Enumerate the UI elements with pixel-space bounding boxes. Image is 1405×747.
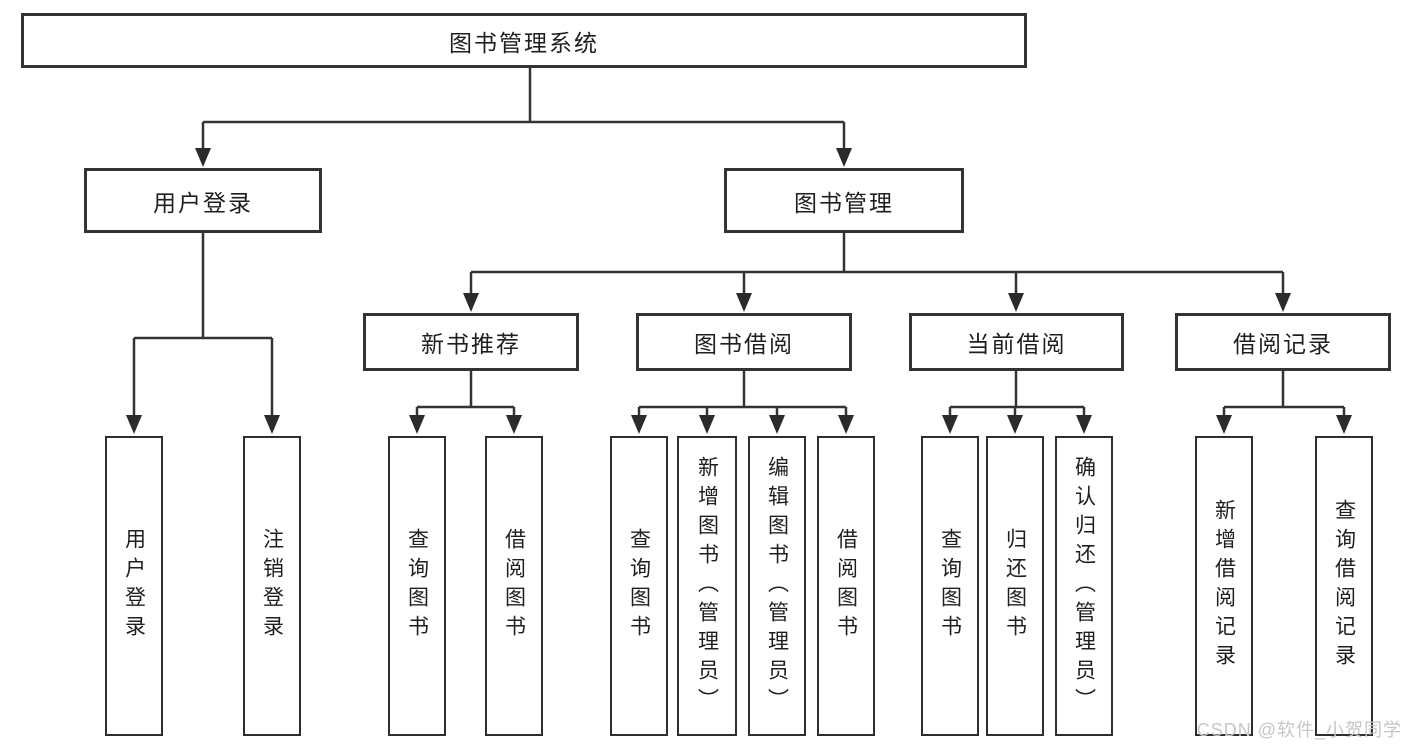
- connector-book-management-to-level3: [469, 233, 1285, 295]
- leaf-query-books-borrowing: 查询图书: [610, 436, 668, 736]
- leaf-query-borrow-record: 查询借阅记录: [1315, 436, 1373, 736]
- leaf-borrow-books-label: 借阅图书: [834, 528, 858, 644]
- arrow-down-icon: [631, 415, 647, 434]
- connector-current-borrowing-to-leaves: [948, 371, 1086, 417]
- csdn-watermark: CSDN @软件_小贺同学: [1196, 720, 1402, 740]
- node-borrowing-records-label: 借阅记录: [1233, 331, 1333, 357]
- arrow-down-icon: [463, 293, 479, 312]
- leaf-query-books-current-label: 查询图书: [938, 528, 962, 644]
- connector-user-login-to-leaves: [132, 233, 274, 417]
- node-new-book-recommend: 新书推荐: [363, 313, 579, 371]
- connector-book-borrowing-to-leaves: [637, 371, 848, 417]
- node-user-login-label: 用户登录: [153, 189, 253, 216]
- leaf-user-login: 用户登录: [105, 436, 163, 736]
- leaf-query-books-borrowing-label: 查询图书: [627, 528, 651, 644]
- leaf-logout-label: 注销登录: [260, 528, 284, 644]
- leaf-confirm-return-admin-label: 确认归还（管理员）: [1072, 455, 1096, 717]
- arrow-down-icon: [1008, 293, 1024, 312]
- arrow-down-icon: [1076, 415, 1092, 434]
- node-book-management-label: 图书管理: [794, 189, 894, 216]
- leaf-query-books-recommend-label: 查询图书: [405, 528, 429, 644]
- arrow-down-icon: [769, 415, 785, 434]
- leaf-return-books: 归还图书: [986, 436, 1044, 736]
- arrow-down-icon: [1336, 415, 1352, 434]
- node-book-borrowing: 图书借阅: [636, 313, 852, 371]
- connector-root-to-level2: [201, 68, 846, 150]
- arrow-down-icon: [736, 293, 752, 312]
- connector-borrowing-records-to-leaves: [1222, 371, 1346, 417]
- leaf-edit-book-admin: 编辑图书（管理员）: [748, 436, 806, 736]
- node-root: 图书管理系统: [21, 13, 1027, 68]
- leaf-user-login-label: 用户登录: [122, 528, 146, 644]
- arrow-down-icon: [1275, 293, 1291, 312]
- leaf-query-books-current: 查询图书: [921, 436, 979, 736]
- node-book-borrowing-label: 图书借阅: [694, 331, 794, 357]
- node-root-label: 图书管理系统: [449, 29, 599, 56]
- arrow-down-icon: [838, 415, 854, 434]
- arrow-down-icon: [942, 415, 958, 434]
- arrow-down-icon: [195, 148, 211, 167]
- connector-lines: [132, 68, 1346, 417]
- connector-new-book-recommend-to-leaves: [415, 371, 516, 417]
- arrow-down-icon: [126, 415, 142, 434]
- arrow-down-icon: [1216, 415, 1232, 434]
- arrowhead-group: [126, 148, 1352, 434]
- leaf-add-book-admin-label: 新增图书（管理员）: [695, 455, 719, 717]
- leaf-borrow-books-recommend: 借阅图书: [485, 436, 543, 736]
- node-current-borrowing: 当前借阅: [909, 313, 1124, 371]
- leaf-add-book-admin: 新增图书（管理员）: [677, 436, 737, 736]
- node-new-book-recommend-label: 新书推荐: [421, 331, 521, 357]
- leaf-borrow-books-recommend-label: 借阅图书: [502, 528, 526, 644]
- leaf-query-borrow-record-label: 查询借阅记录: [1332, 499, 1356, 673]
- leaf-confirm-return-admin: 确认归还（管理员）: [1055, 436, 1113, 736]
- node-borrowing-records: 借阅记录: [1175, 313, 1391, 371]
- leaf-edit-book-admin-label: 编辑图书（管理员）: [765, 455, 789, 717]
- leaf-borrow-books: 借阅图书: [817, 436, 875, 736]
- arrow-down-icon: [1007, 415, 1023, 434]
- leaf-add-borrow-record: 新增借阅记录: [1195, 436, 1253, 736]
- arrow-down-icon: [699, 415, 715, 434]
- arrow-down-icon: [836, 148, 852, 167]
- node-current-borrowing-label: 当前借阅: [966, 331, 1067, 357]
- node-user-login: 用户登录: [84, 168, 322, 233]
- leaf-logout: 注销登录: [243, 436, 301, 736]
- arrow-down-icon: [409, 415, 425, 434]
- leaf-return-books-label: 归还图书: [1003, 528, 1027, 644]
- node-book-management: 图书管理: [724, 168, 964, 233]
- arrow-down-icon: [264, 415, 280, 434]
- leaf-add-borrow-record-label: 新增借阅记录: [1212, 499, 1236, 673]
- arrow-down-icon: [506, 415, 522, 434]
- leaf-query-books-recommend: 查询图书: [388, 436, 446, 736]
